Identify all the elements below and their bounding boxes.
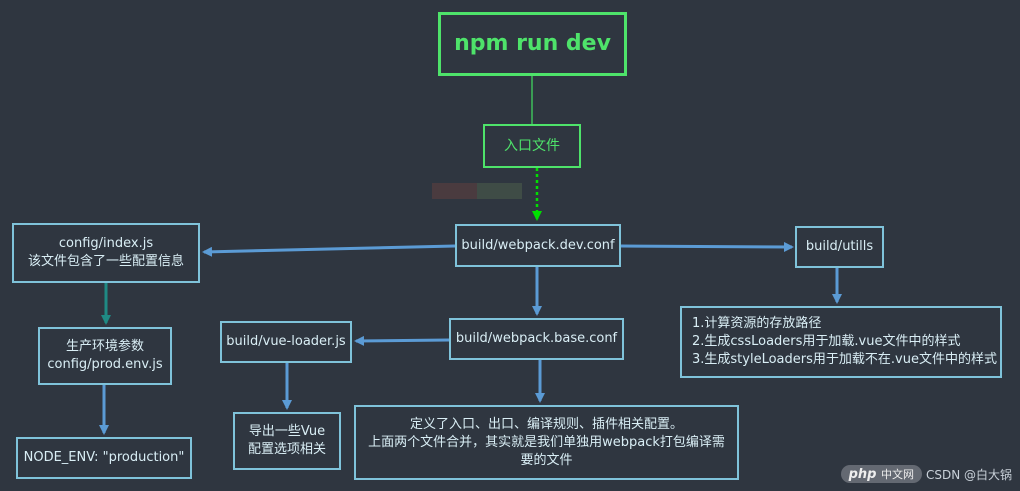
node-vue-loader: build/vue-loader.js [220, 321, 352, 363]
node-prod-env-line-2: config/prod.env.js [47, 357, 163, 372]
node-build-utils-label: build/utills [805, 239, 874, 254]
php-logo-text: php [848, 467, 877, 482]
node-webpack-dev-conf-label: build/webpack.dev.conf [461, 237, 615, 253]
node-config-index-line-2: 该文件包含了一些配置信息 [27, 254, 184, 269]
edge-baseconf-to-vueloader [354, 335, 450, 346]
edge-devconf-to-configindex [202, 244, 456, 257]
node-npm-run-dev-label: npm run dev [454, 31, 611, 56]
node-webpack-base-conf: build/webpack.base.conf [449, 318, 624, 360]
node-node-env: NODE_ENV: "production" [16, 437, 192, 479]
node-utils-desc-line-2: 2.生成cssLoaders用于加载.vue文件中的样式 [692, 334, 961, 349]
node-prod-env-line-1: 生产环境参数 [65, 339, 144, 354]
node-vue-config-export-line-2: 配置选项相关 [247, 442, 326, 457]
node-webpack-dev-conf: build/webpack.dev.conf [455, 224, 621, 267]
node-config-index-line-1: config/index.js [58, 236, 154, 251]
credit-text: CSDN @白大锅 [925, 467, 1012, 482]
node-prod-env: 生产环境参数 config/prod.env.js [38, 327, 172, 385]
node-vue-config-export: 导出一些Vue 配置选项相关 [233, 412, 341, 470]
node-utils-desc-line-1: 1.计算资源的存放路径 [692, 316, 822, 331]
footer-credit: php 中文网 CSDN @白大锅 [840, 465, 1012, 483]
node-utils-desc: 1.计算资源的存放路径 2.生成cssLoaders用于加载.vue文件中的样式… [680, 306, 1002, 378]
php-logo: php 中文网 [840, 465, 922, 483]
node-vue-config-export-line-1: 导出一些Vue [248, 424, 326, 439]
node-node-env-label: NODE_ENV: "production" [23, 450, 185, 465]
node-webpack-base-conf-label: build/webpack.base.conf [455, 331, 618, 346]
node-build-utils: build/utills [795, 226, 884, 268]
node-base-conf-desc-line-2: 上面两个文件合并，其实就是我们单独用webpack打包编译需 [368, 434, 725, 450]
node-entry-file: 入口文件 [483, 124, 581, 168]
blurred-watermark [432, 183, 522, 199]
node-base-conf-desc-line-1: 定义了入口、出口、编译规则、插件相关配置。 [409, 416, 683, 432]
node-base-conf-desc-line-3: 要的文件 [520, 452, 573, 468]
edge-devconf-to-utils [620, 241, 794, 252]
node-vue-loader-label: build/vue-loader.js [226, 334, 346, 349]
node-base-conf-desc: 定义了入口、出口、编译规则、插件相关配置。 上面两个文件合并，其实就是我们单独用… [354, 405, 739, 480]
php-logo-suffix: 中文网 [880, 468, 914, 481]
node-npm-run-dev: npm run dev [438, 12, 627, 76]
node-utils-desc-line-3: 3.生成styleLoaders用于加载不在.vue文件中的样式 [692, 352, 997, 367]
node-config-index: config/index.js 该文件包含了一些配置信息 [12, 223, 200, 283]
node-entry-file-label: 入口文件 [504, 138, 560, 154]
